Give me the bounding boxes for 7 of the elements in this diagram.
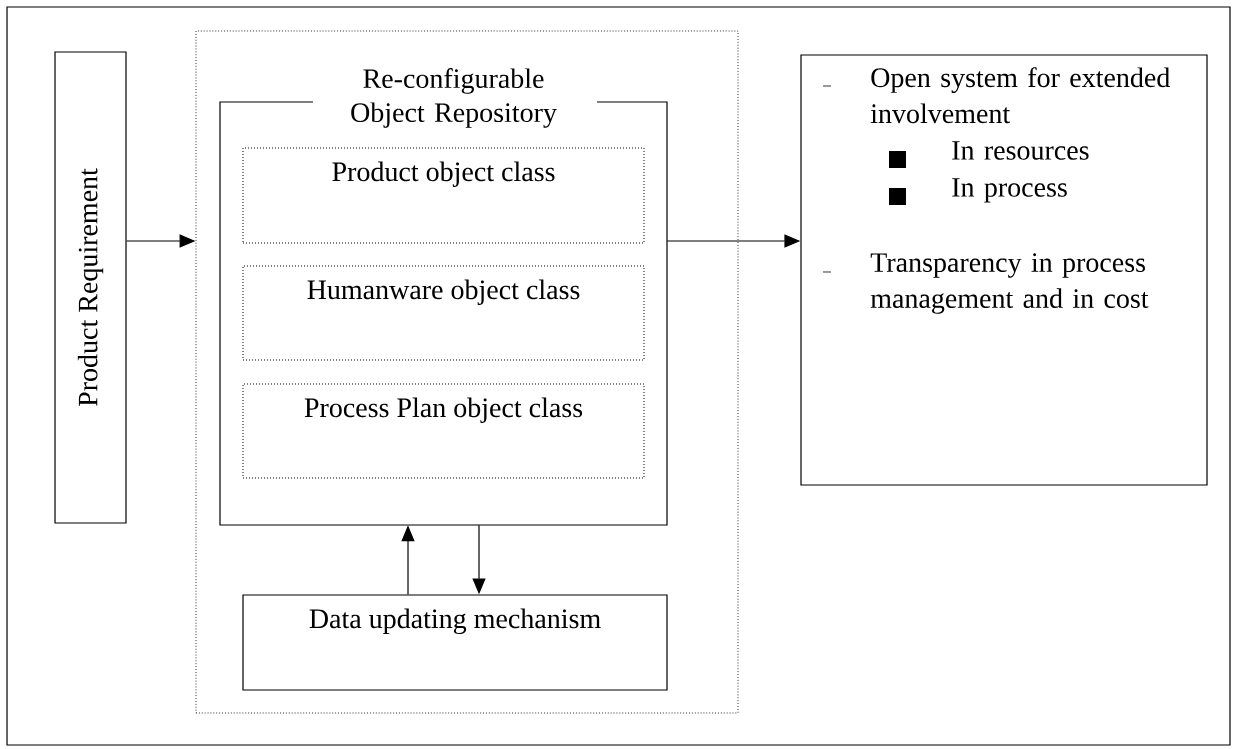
dotted-container — [195, 30, 739, 714]
requirement-box: Product Requirement — [54, 51, 127, 524]
mechanism-box: Data updating mechanism — [242, 594, 668, 691]
outcome-box: Open system for extended involvement In resources In process Transparency in process management and in cost — [800, 54, 1208, 486]
class-box: Humanware object class — [242, 265, 645, 361]
class-box: Product object class — [242, 147, 645, 244]
class-box: Process Plan object class — [242, 383, 645, 479]
